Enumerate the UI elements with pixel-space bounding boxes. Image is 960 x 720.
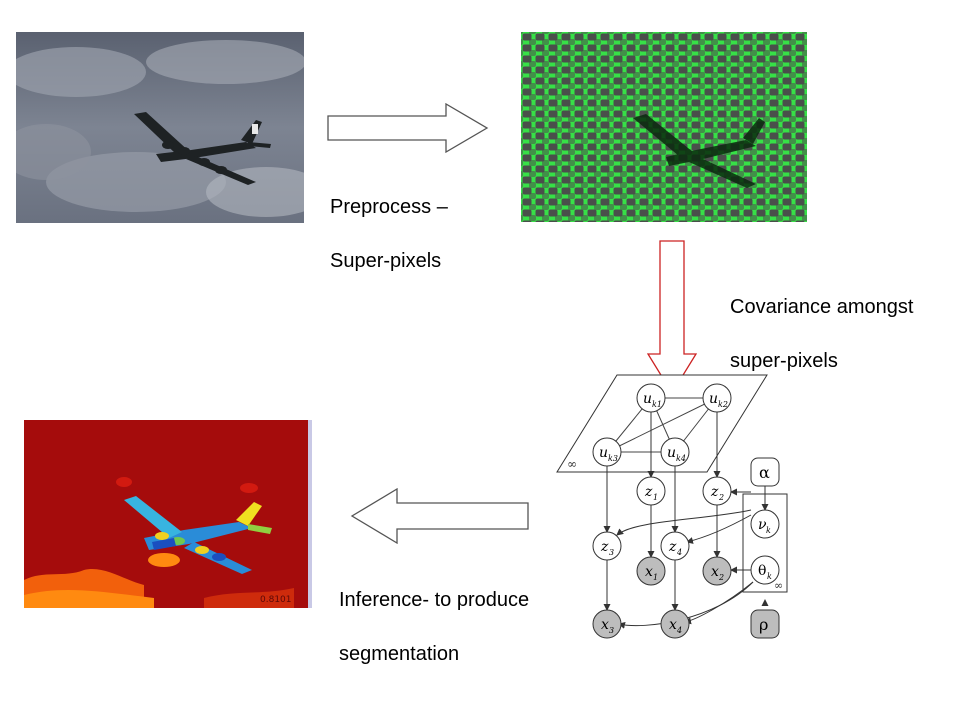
svg-text:z: z <box>600 539 609 555</box>
covariance-caption-line2: super-pixels <box>730 350 838 372</box>
svg-text:k4: k4 <box>676 454 686 463</box>
node-z1: z 1 <box>636 476 666 506</box>
node-z3: z 3 <box>592 531 622 561</box>
node-nu-k: ν k <box>750 509 780 539</box>
svg-text:k3: k3 <box>608 454 618 463</box>
inference-arrow <box>350 487 530 545</box>
svg-text:k2: k2 <box>718 400 728 409</box>
superpixel-image <box>521 32 807 222</box>
preprocess-arrow <box>327 102 489 154</box>
svg-text:k: k <box>767 572 772 581</box>
covariance-caption: Covariance amongst super-pixels <box>730 267 913 402</box>
svg-text:α: α <box>759 463 770 482</box>
segmentation-score-label: 0.8101 <box>260 595 292 605</box>
node-x2: x 2 <box>702 556 732 586</box>
svg-text:3: 3 <box>609 548 614 557</box>
node-z4: z 4 <box>660 531 690 561</box>
segmentation-image: 0.8101 <box>24 420 312 608</box>
svg-text:u: u <box>599 445 608 461</box>
svg-text:z: z <box>668 539 677 555</box>
original-airplane-photo <box>1 32 326 223</box>
svg-text:k: k <box>766 526 771 535</box>
node-x3: x 3 <box>592 609 622 639</box>
node-x1: x 1 <box>636 556 666 586</box>
svg-text:ν: ν <box>758 517 767 533</box>
node-theta-k: θ k <box>750 555 780 585</box>
preprocess-caption-line2: Super-pixels <box>330 250 442 272</box>
u-plate-label: ∞ <box>567 457 577 471</box>
node-z2: z 2 <box>702 476 732 506</box>
svg-text:u: u <box>709 391 718 407</box>
svg-text:θ: θ <box>758 563 766 579</box>
svg-text:z: z <box>644 484 653 500</box>
node-uk2: u k2 <box>702 383 732 413</box>
node-uk3: u k3 <box>592 437 622 467</box>
svg-text:k1: k1 <box>652 400 662 409</box>
svg-text:1: 1 <box>653 573 658 582</box>
svg-text:u: u <box>643 391 652 407</box>
graphical-model: ∞ ∞ <box>555 370 800 645</box>
covariance-arrow <box>646 240 698 395</box>
node-uk4: u k4 <box>660 437 690 467</box>
param-plate-label: ∞ <box>774 579 783 592</box>
node-rho: ρ <box>750 609 780 639</box>
svg-text:x: x <box>645 564 653 580</box>
svg-text:u: u <box>667 445 676 461</box>
svg-text:x: x <box>711 564 719 580</box>
preprocess-caption: Preprocess – Super-pixels <box>330 167 448 302</box>
inference-caption-line1: Inference- to produce <box>339 589 530 611</box>
svg-text:2: 2 <box>718 493 724 502</box>
svg-text:x: x <box>601 617 609 633</box>
preprocess-caption-line1: Preprocess – <box>330 196 448 218</box>
svg-text:4: 4 <box>676 548 682 557</box>
node-uk1: u k1 <box>636 383 666 413</box>
svg-text:4: 4 <box>676 626 682 635</box>
inference-caption: Inference- to produce segmentation <box>339 560 529 695</box>
node-alpha: α <box>750 457 780 487</box>
node-x4: x 4 <box>660 609 690 639</box>
inference-caption-line2: segmentation <box>339 643 460 665</box>
svg-text:3: 3 <box>609 626 614 635</box>
svg-text:2: 2 <box>718 573 724 582</box>
svg-text:ρ: ρ <box>759 615 768 634</box>
svg-text:x: x <box>669 617 677 633</box>
svg-text:1: 1 <box>653 493 658 502</box>
svg-text:z: z <box>710 484 719 500</box>
covariance-caption-line1: Covariance amongst <box>730 296 914 318</box>
